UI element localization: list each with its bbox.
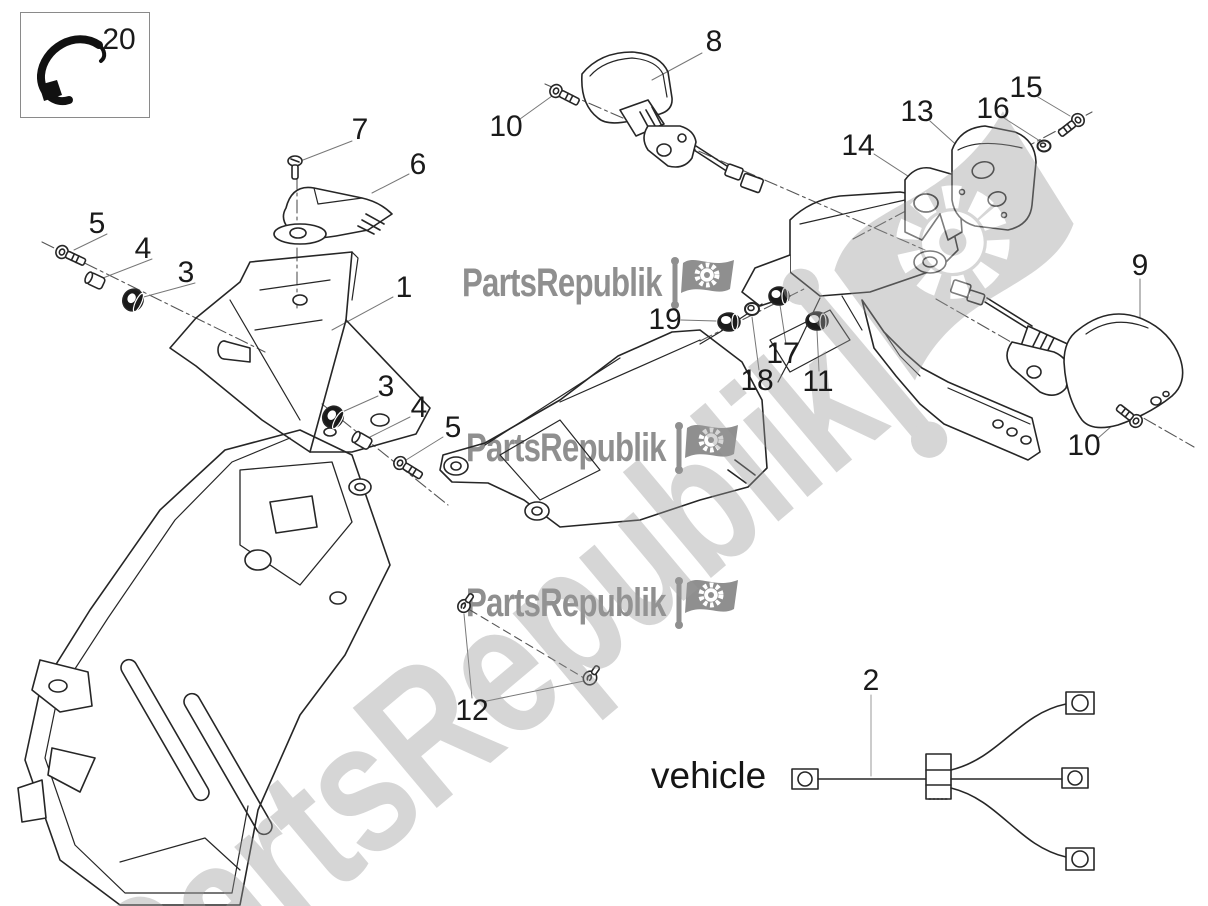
license-plate-holder <box>861 299 1041 461</box>
callout-3-left: 3 <box>177 256 195 289</box>
callout-1: 1 <box>395 271 413 304</box>
watermark-row-2: PartsRepublik <box>466 421 740 475</box>
undertail-tray <box>17 429 391 906</box>
washer-16 <box>1036 139 1052 153</box>
watermark-row-1: PartsRepublik <box>462 256 736 310</box>
callout-10-right: 10 <box>1067 429 1101 462</box>
screw-5-right <box>393 455 424 480</box>
callout-7: 7 <box>351 113 369 146</box>
spacer-4-left <box>84 271 106 290</box>
screw-10-right <box>1115 404 1143 429</box>
callout-5-right: 5 <box>444 411 462 444</box>
watermark-brand-text: PartsRepublik <box>466 425 666 470</box>
part-1-rear-fender-bracket <box>169 251 431 453</box>
part-6-clip-bracket <box>273 186 393 245</box>
watermark-brand-text: PartsRepublik <box>462 260 662 305</box>
washer-18 <box>744 302 760 316</box>
callout-4-right: 4 <box>410 391 428 424</box>
callout-10-left: 10 <box>489 110 523 143</box>
callout-11: 11 <box>802 365 834 398</box>
grommet-3-right <box>321 405 345 430</box>
callout-leader-lines <box>73 52 1141 777</box>
flag-gear-icon <box>674 422 738 474</box>
grommet-3-left <box>122 288 145 313</box>
watermark-brand-text: PartsRepublik <box>466 580 666 625</box>
cable-tie-icon <box>37 35 107 106</box>
callout-4-left: 4 <box>134 232 152 265</box>
turn-signal-8 <box>581 51 765 194</box>
callout-3-right: 3 <box>377 370 395 403</box>
callout-6: 6 <box>409 148 427 181</box>
callout-14: 14 <box>841 129 875 162</box>
callout-2: 2 <box>862 664 880 697</box>
screws-12 <box>457 593 601 686</box>
spacer-bracket-14 <box>904 166 963 241</box>
callout-8: 8 <box>705 25 723 58</box>
callout-12: 12 <box>455 694 489 727</box>
flag-gear-icon <box>674 577 738 629</box>
turn-signal-9 <box>949 279 1184 429</box>
taillight-13 <box>951 125 1037 231</box>
callout-18: 18 <box>740 364 774 397</box>
vehicle-label: vehicle <box>651 755 767 796</box>
callout-19: 19 <box>648 303 682 336</box>
flag-gear-icon <box>670 257 734 309</box>
callout-20: 20 <box>102 23 136 56</box>
callout-9: 9 <box>1131 249 1149 282</box>
spacer-4-right <box>351 430 373 450</box>
inner-mudguard <box>439 329 768 528</box>
screw-7 <box>287 155 303 180</box>
screw-15 <box>1057 112 1085 137</box>
bushing-17 <box>768 286 790 306</box>
screw-10-left <box>549 83 580 106</box>
watermark-row-3: PartsRepublik <box>466 576 740 630</box>
nut-11 <box>805 311 829 331</box>
grommet-19 <box>717 312 741 332</box>
wiring-harness-2 <box>791 691 1095 871</box>
callout-5-left: 5 <box>88 207 106 240</box>
callout-13: 13 <box>900 95 934 128</box>
callout-16: 16 <box>976 92 1010 125</box>
callout-15: 15 <box>1009 71 1043 104</box>
screw-5-left <box>55 244 87 266</box>
callout-17: 17 <box>766 337 800 370</box>
cable-tie-legend-box <box>20 12 150 118</box>
